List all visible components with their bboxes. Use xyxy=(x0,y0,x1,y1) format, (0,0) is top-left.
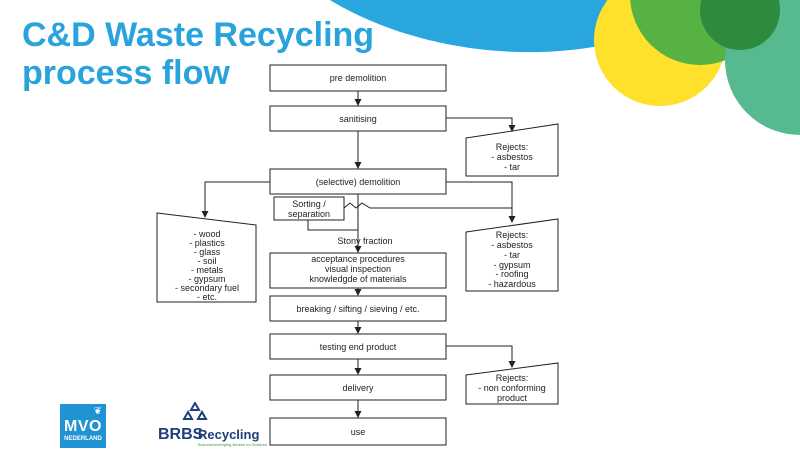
mvo-logo: ❦ MVO NEDERLAND xyxy=(60,404,106,448)
box-rejects-top xyxy=(465,123,559,177)
materials-item: - gypsum xyxy=(188,274,225,284)
label-acceptance-3: knowledgde of materials xyxy=(309,274,407,284)
label-sorting-1: Sorting / xyxy=(292,199,326,209)
box-materials xyxy=(156,212,257,303)
brbs-logo: BRBS Recycling Branchevereniging Breken … xyxy=(158,402,267,448)
materials-item: - plastics xyxy=(189,238,225,248)
materials-item: - glass xyxy=(194,247,221,257)
dark-green-circle-shape xyxy=(700,0,780,50)
rejects-bottom-item: product xyxy=(497,393,528,403)
rejects-mid-title: Rejects: xyxy=(496,230,529,240)
mvo-logo-subtext: NEDERLAND xyxy=(64,436,102,442)
label-sanitising: sanitising xyxy=(339,114,377,124)
box-sorting xyxy=(273,196,345,221)
rejects-bottom-item: - non conforming xyxy=(478,383,546,393)
title-line-1: C&D Waste Recycling xyxy=(22,16,375,54)
label-testing: testing end product xyxy=(320,342,397,352)
mvo-logo-text: MVO xyxy=(64,418,102,435)
box-breaking xyxy=(269,295,447,322)
brbs-triangle-icon xyxy=(182,402,208,420)
brbs-logo-tagline: Branchevereniging Breken en Sorteren xyxy=(198,442,268,447)
rejects-top-item: - tar xyxy=(504,162,520,172)
label-acceptance-2: visual inspection xyxy=(325,264,391,274)
rejects-mid-item: - asbestos xyxy=(491,240,533,250)
label-use: use xyxy=(351,427,366,437)
rejects-top-item: - asbestos xyxy=(491,152,533,162)
materials-item: - secondary fuel xyxy=(175,283,239,293)
label-stony-fraction: Stony fraction xyxy=(337,236,392,246)
rejects-mid-item: - gypsum xyxy=(493,260,530,270)
rejects-bottom-title: Rejects: xyxy=(496,373,529,383)
box-rejects-mid xyxy=(465,218,559,292)
rejects-top-title: Rejects: xyxy=(496,142,529,152)
mvo-logo-icon: ❦ xyxy=(93,406,102,417)
label-sorting-2: separation xyxy=(288,209,330,219)
box-selective-demolition xyxy=(269,168,447,195)
label-selective-demolition: (selective) demolition xyxy=(316,177,401,187)
materials-item: - soil xyxy=(197,256,216,266)
label-pre-demolition: pre demolition xyxy=(330,73,387,83)
materials-item: - wood xyxy=(193,229,220,239)
brbs-logo-word: BRBS xyxy=(158,426,204,443)
materials-item: - etc. xyxy=(197,292,217,302)
box-delivery xyxy=(269,374,447,401)
box-pre-demolition xyxy=(269,64,447,92)
box-rejects-bottom xyxy=(465,362,559,405)
box-acceptance xyxy=(269,252,447,289)
label-acceptance-1: acceptance procedures xyxy=(311,254,405,264)
box-testing xyxy=(269,333,447,360)
box-use xyxy=(269,417,447,446)
rejects-mid-item: - hazardous xyxy=(488,279,536,289)
page-title: C&D Waste Recycling process flow xyxy=(22,16,374,92)
brbs-logo-word2: Recycling xyxy=(198,427,260,442)
label-breaking: breaking / sifting / sieving / etc. xyxy=(296,304,419,314)
materials-item: - metals xyxy=(191,265,224,275)
rejects-mid-item: - tar xyxy=(504,250,520,260)
rejects-mid-item: - roofing xyxy=(495,269,528,279)
title-line-2: process flow xyxy=(22,54,230,92)
label-delivery: delivery xyxy=(342,383,374,393)
